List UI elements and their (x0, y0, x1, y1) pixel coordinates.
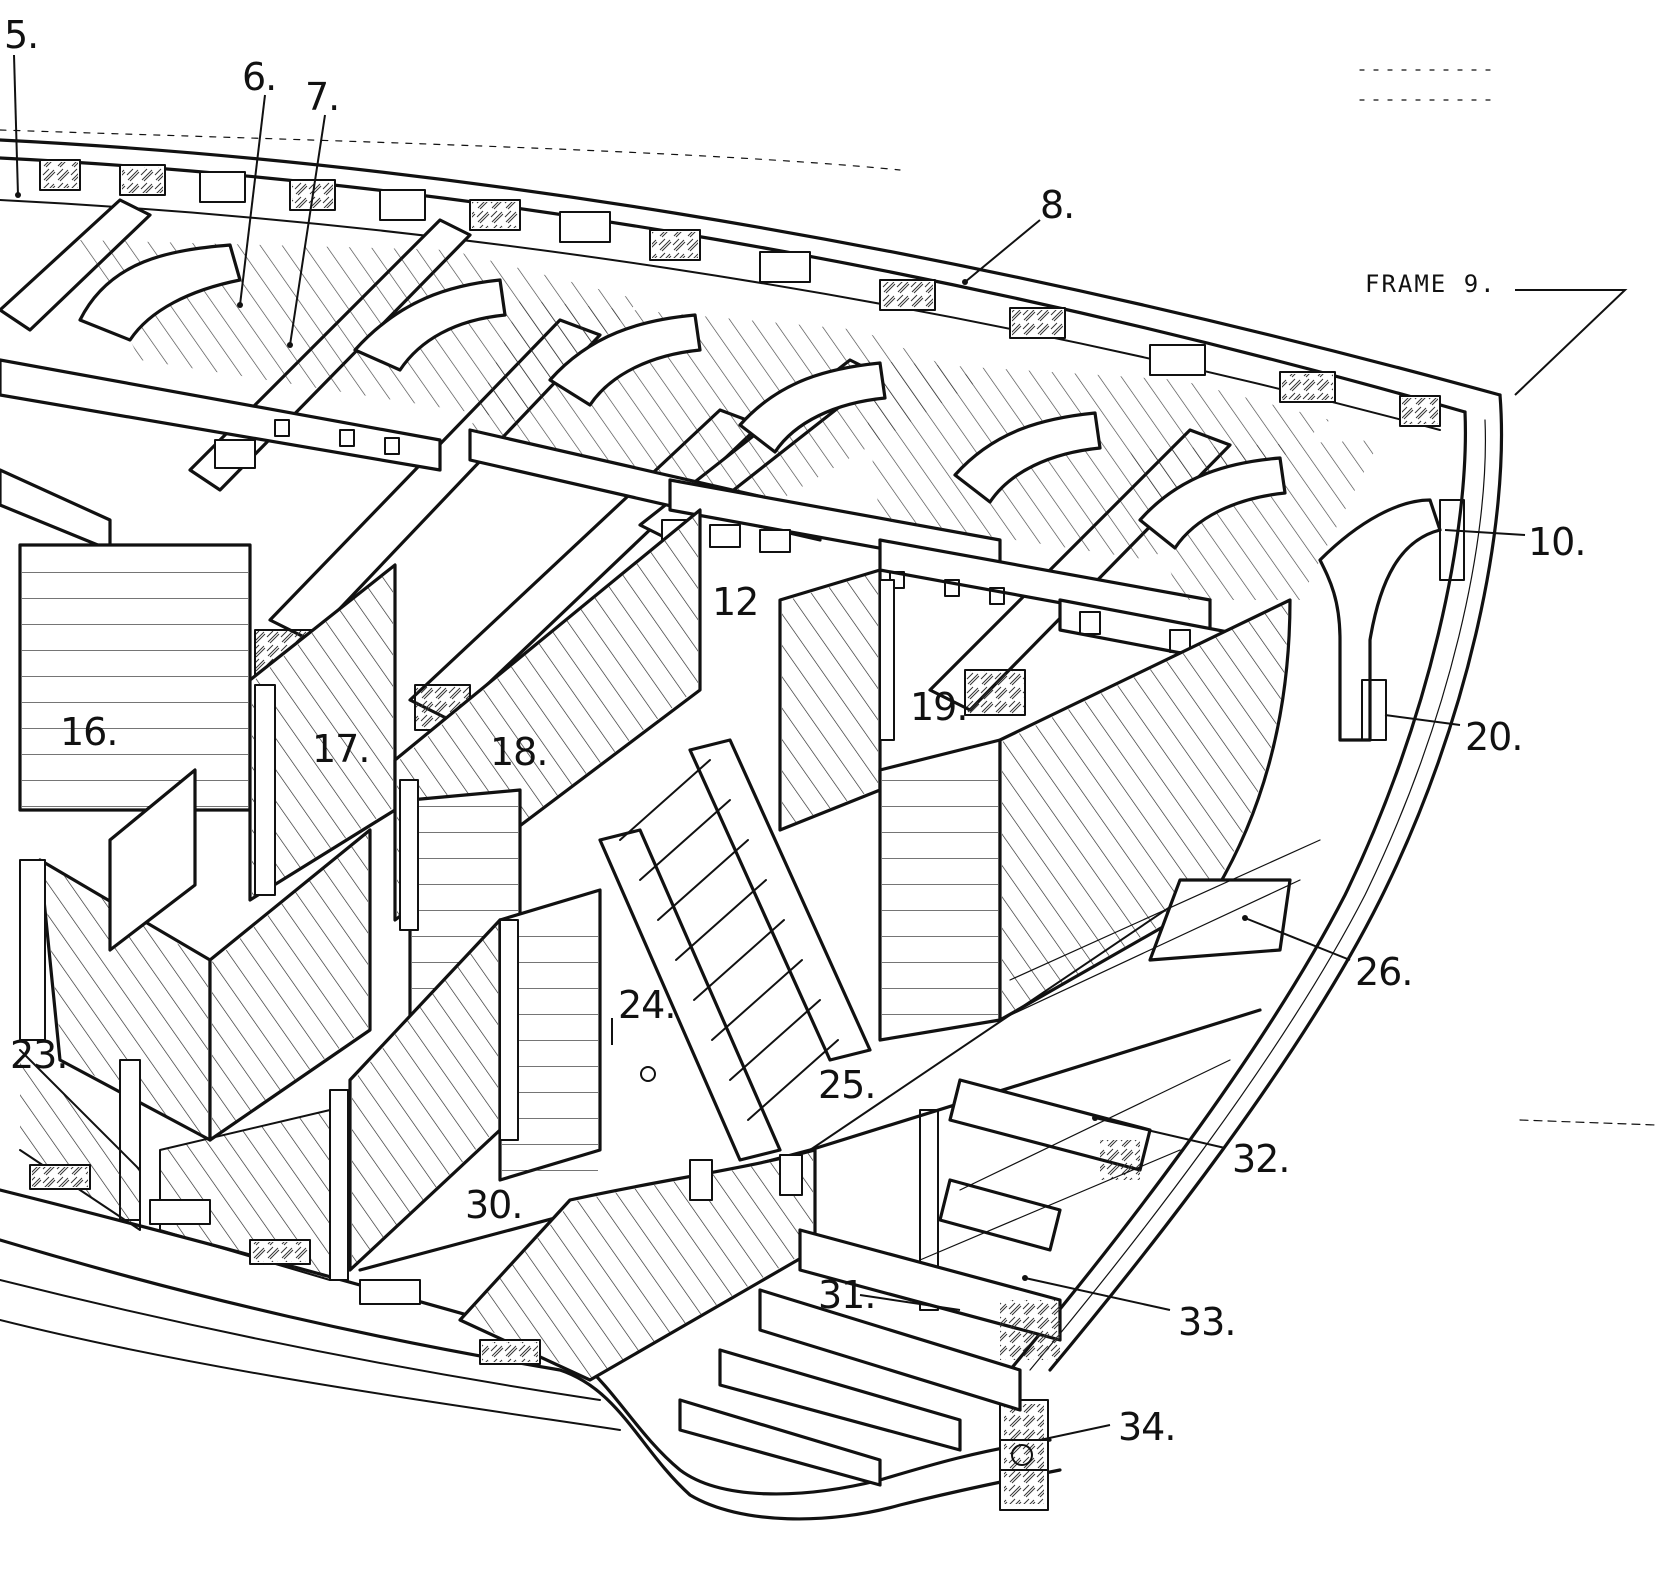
label-8: 8. (1040, 183, 1074, 227)
label-19: 19. (910, 685, 967, 729)
margin-marks (1359, 69, 1656, 1126)
part-labels: 5. 6. 7. 8. FRAME 9. 10. 12 16. 17. 18. … (4, 13, 1586, 1449)
label-23: 23. (10, 1033, 67, 1077)
frame-heads (39, 159, 1441, 427)
label-17: 17. (312, 727, 369, 771)
cabin-bulkheads (18, 508, 1292, 1311)
label-10: 10. (1528, 520, 1585, 564)
label-34: 34. (1118, 1405, 1175, 1449)
label-5: 5. (4, 13, 38, 57)
label-16: 16. (60, 710, 117, 754)
hull-outline (0, 129, 1504, 1521)
label-24: 24. (618, 983, 675, 1027)
label-7: 7. (305, 75, 339, 119)
label-26: 26. (1355, 950, 1412, 994)
label-25: 25. (818, 1063, 875, 1107)
companion-ladder (598, 738, 872, 1162)
lower-hold (19, 499, 1465, 1487)
label-30: 30. (465, 1183, 522, 1227)
label-18: 18. (490, 730, 547, 774)
leader-lines (13, 54, 1628, 1441)
label-frame-9: FRAME 9. (1365, 270, 1497, 298)
label-32: 32. (1232, 1137, 1289, 1181)
label-6: 6. (242, 55, 276, 99)
label-33: 33. (1178, 1300, 1235, 1344)
label-20: 20. (1465, 715, 1522, 759)
label-31: 31. (818, 1273, 875, 1317)
deck-beams (0, 198, 1442, 742)
label-12: 12 (712, 580, 758, 624)
